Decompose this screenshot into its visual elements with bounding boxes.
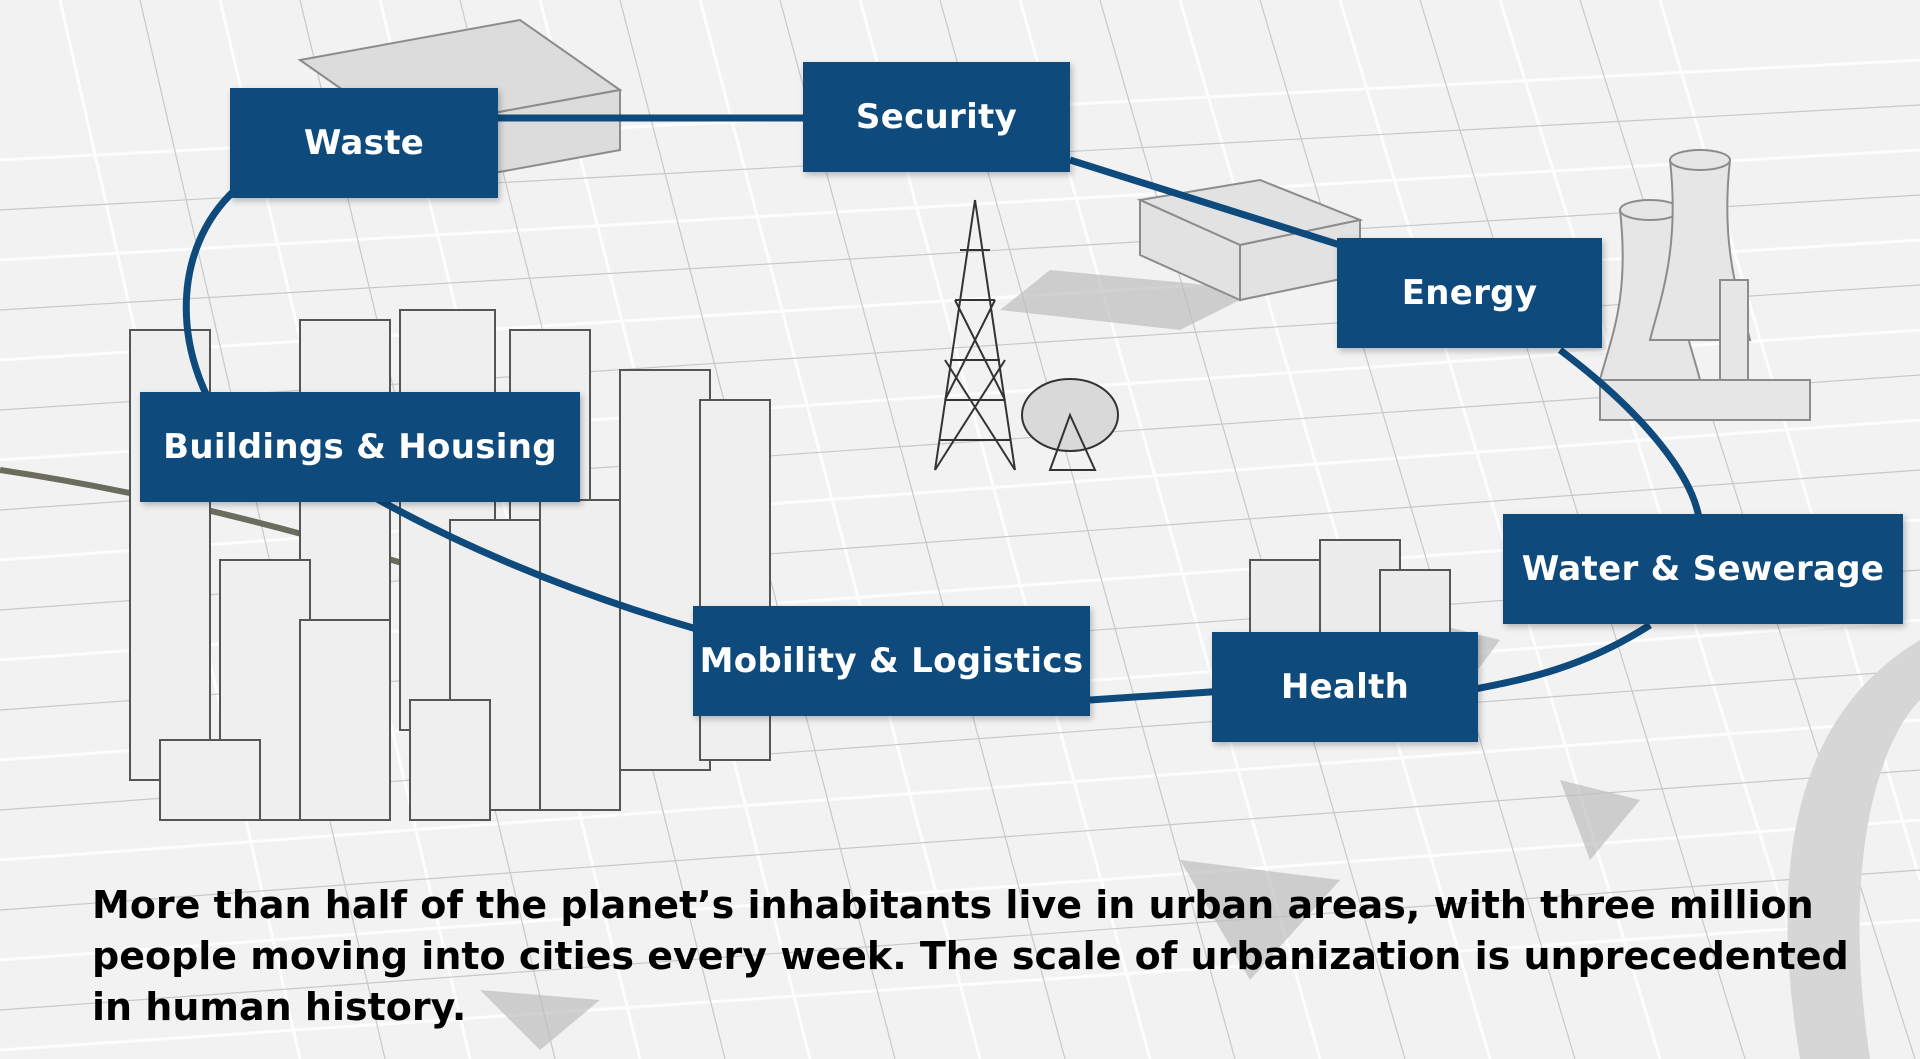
- node-label: Waste: [303, 123, 425, 163]
- radio-tower: [934, 199, 1016, 471]
- node-label: Mobility & Logistics: [699, 641, 1084, 681]
- node-security: Security: [803, 62, 1070, 172]
- node-label: Security: [855, 97, 1018, 137]
- caption-text: More than half of the planet’s inhabitan…: [92, 883, 1849, 1029]
- node-waste: Waste: [230, 88, 498, 198]
- node-label: Health: [1280, 667, 1410, 707]
- node-health: Health: [1212, 632, 1478, 742]
- node-label: Buildings & Housing: [163, 427, 557, 467]
- node-water-sewerage: Water & Sewerage: [1503, 514, 1903, 624]
- power-plant: [1598, 149, 1811, 421]
- river: [1787, 640, 1920, 1059]
- node-buildings-housing: Buildings & Housing: [140, 392, 580, 502]
- node-mobility-logistics: Mobility & Logistics: [693, 606, 1090, 716]
- node-energy: Energy: [1337, 238, 1602, 348]
- connection-loop: [182, 114, 1704, 704]
- node-label: Water & Sewerage: [1521, 549, 1885, 589]
- skyscrapers: [129, 309, 771, 821]
- node-label: Energy: [1401, 273, 1538, 313]
- satellite-dish: [1021, 378, 1119, 471]
